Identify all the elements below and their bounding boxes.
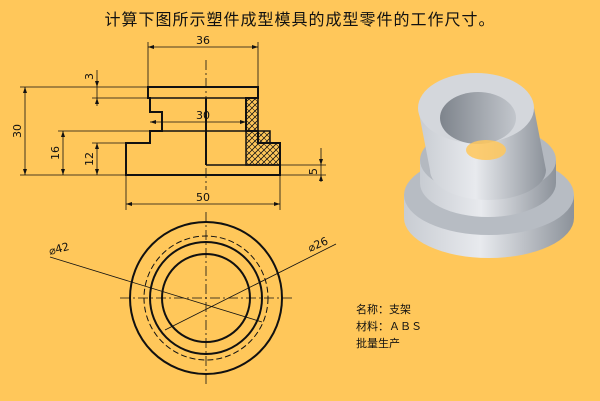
note-material: 材料：ＡＢＳ: [356, 320, 422, 333]
part-3d-render: [404, 73, 574, 258]
dimension-labels: 36 30 50 30 16 12 3 5: [11, 34, 320, 204]
note-name: 名称：支架: [356, 303, 411, 316]
dimension-lines: [20, 42, 326, 210]
dim-50: 50: [196, 191, 210, 204]
dim-36: 36: [196, 34, 210, 47]
dim-dia-42: ⌀42: [47, 240, 70, 258]
dim-30-inner: 30: [196, 109, 210, 122]
dim-12: 12: [83, 152, 96, 166]
dim-3: 3: [83, 73, 96, 80]
note-production: 批量生产: [356, 337, 400, 350]
dimension-arrows: [23, 45, 323, 206]
front-view: [125, 60, 281, 190]
dim-dia-26: ⌀26: [306, 234, 330, 254]
top-view: [49, 212, 337, 384]
dim-5: 5: [307, 168, 320, 175]
dim-30-height: 30: [11, 124, 24, 138]
dim-16: 16: [49, 146, 62, 160]
problem-title: 计算下图所示塑件成型模具的成型零件的工作尺寸。: [104, 10, 496, 29]
